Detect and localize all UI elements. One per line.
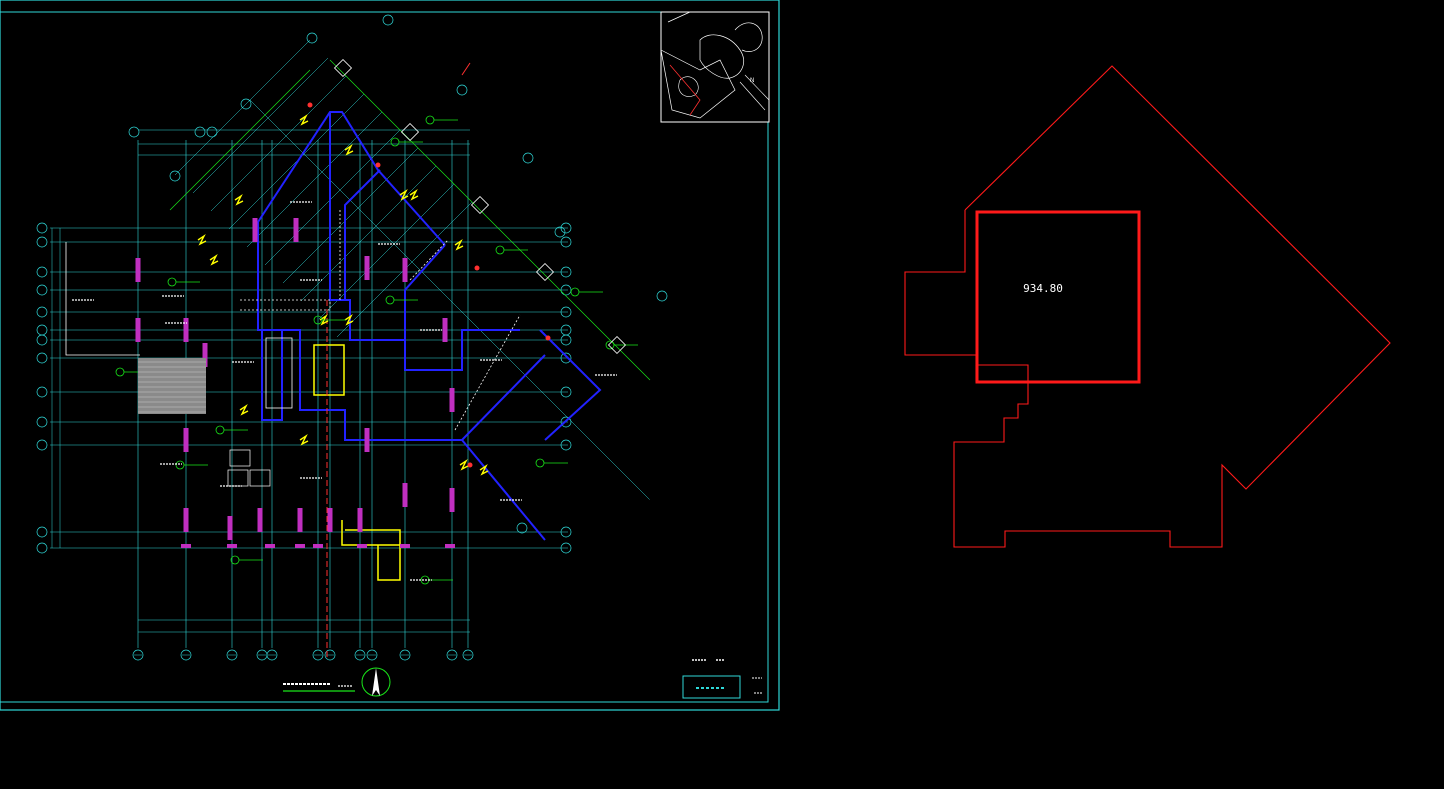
grid-bubble [240,98,252,110]
annotation-layer [72,58,638,585]
grid-bubble [560,306,572,318]
grid-bubble [456,84,468,96]
column-mark [364,428,370,452]
grid-bubble [226,649,238,661]
column-mark [442,318,448,342]
grid-bubble [560,526,572,538]
column-mark [293,218,299,242]
column-mark [135,258,141,282]
key-plan-thumbnail: N [660,11,770,123]
grid-bubble [36,386,48,398]
column-mark [402,483,408,507]
column-mark [449,488,455,512]
grid-bubble [132,649,144,661]
sheet-inner-frame [0,11,769,703]
grid-bubble [36,352,48,364]
area-value-label: 934.80 [1023,282,1063,295]
grid-bubble [522,152,534,164]
grid-bubble [656,290,668,302]
grid-bubble [306,32,318,44]
grid-bubble [560,416,572,428]
grid-bubble [560,266,572,278]
grid-bubble [560,542,572,554]
selected-area-region[interactable] [975,210,1141,384]
column-mark [297,508,303,532]
grid-bubble [382,14,394,26]
grid-bubble [36,266,48,278]
column-mark [183,318,189,342]
building-footprint-outline [904,65,1391,548]
grid-bubble [36,439,48,451]
drawing-title [283,667,391,697]
column-layer [135,218,455,548]
column-mark [364,256,370,280]
grid-bubble [36,334,48,346]
column-mark [135,318,141,342]
column-mark [449,388,455,412]
sheet-outer-frame [0,0,780,711]
grid-bubble [560,222,572,234]
grid-bubble [560,236,572,248]
area-outline[interactable]: 934.80 [904,65,1391,548]
grid-bubble [446,649,458,661]
grid-bubble [560,352,572,364]
grid-bubble [169,170,181,182]
column-mark [257,508,263,532]
grid-bubble [324,649,336,661]
column-mark [183,508,189,532]
grid-bubble [560,334,572,346]
svg-text:N: N [750,78,754,84]
column-mark [402,258,408,282]
grid-bubble [180,649,192,661]
column-mark [357,508,363,532]
stair-hatch [138,358,206,414]
column-mark [227,516,233,540]
column-mark [202,343,208,367]
grid-bubble [462,649,474,661]
drawing-sheet[interactable]: N [0,0,780,711]
grid-bubble [554,226,566,238]
grid-bubble [36,222,48,234]
column-mark [252,218,258,242]
grid-bubble [560,284,572,296]
grid-bubble [266,649,278,661]
column-mark [327,508,333,532]
grid-bubble [36,306,48,318]
column-mark [183,428,189,452]
grid-bubble [36,542,48,554]
title-block [682,659,762,699]
grid-bubble [354,649,366,661]
grid-bubble [312,649,324,661]
grid-bubble [516,522,528,534]
grid-bubble [399,649,411,661]
grid-bubble [36,526,48,538]
grid-bubble [366,649,378,661]
grid-bubble [36,236,48,248]
grid-bubble [36,416,48,428]
grid-bubble [36,284,48,296]
grid-bubble [560,439,572,451]
grid-bubble [560,386,572,398]
